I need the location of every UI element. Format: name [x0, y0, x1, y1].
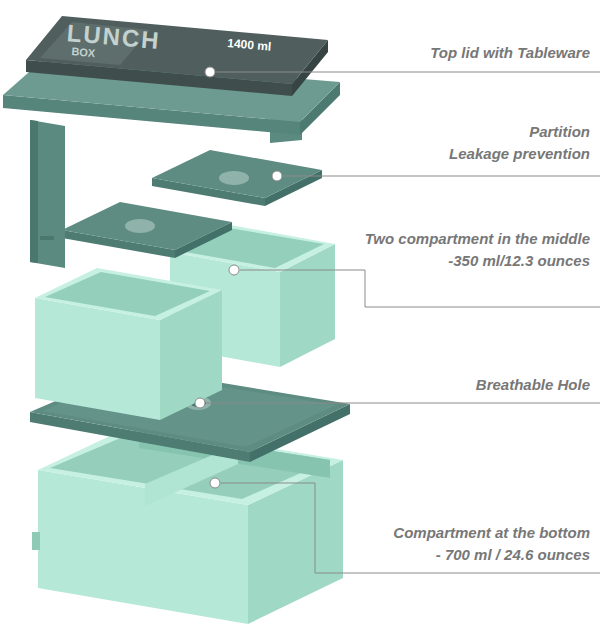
callout-label: Compartment at the bottom - 700 ml / 24.… — [393, 522, 590, 566]
lid-window — [26, 16, 328, 84]
leader-dot — [210, 478, 220, 488]
leader-line — [283, 176, 600, 177]
callout-label: Breathable Hole — [476, 374, 590, 396]
partition-lid — [152, 150, 322, 206]
top-lid — [3, 16, 340, 268]
leader-line — [206, 403, 600, 404]
tile-top — [152, 150, 322, 198]
lid-print: BOX — [71, 45, 96, 59]
tile-seal — [125, 219, 155, 233]
lid-leg — [30, 120, 65, 268]
compartment-rim — [35, 268, 222, 320]
tile-seal — [219, 171, 249, 185]
leader-lines — [206, 72, 600, 573]
leader-line — [240, 270, 600, 307]
partition-lid — [62, 202, 232, 258]
callout-slot: Compartment at the bottom - 700 ml / 24.… — [393, 522, 590, 566]
callout-label: Top lid with Tableware — [430, 42, 590, 64]
callout-label: Partition Leakage prevention — [449, 121, 590, 165]
callout-slot: Breathable Hole — [476, 374, 590, 396]
leader-line — [221, 483, 600, 573]
leader-dot — [272, 171, 282, 181]
tile-top — [62, 202, 232, 250]
middle-compartment — [35, 268, 222, 420]
compartment-inside — [45, 272, 210, 316]
leader-dots — [195, 67, 282, 488]
lid-leg — [30, 120, 38, 263]
leader-line — [216, 72, 600, 73]
callout-slot: Top lid with Tableware — [430, 42, 590, 64]
callout-slot: Partition Leakage prevention — [449, 121, 590, 165]
callout-label: Two compartment in the middle -350 ml/12… — [365, 228, 590, 272]
leader-dot — [195, 398, 205, 408]
lid-print-slot: BOX — [71, 45, 96, 59]
callout-slot: Two compartment in the middle -350 ml/12… — [365, 228, 590, 272]
leg-slot — [40, 236, 54, 240]
bottom-container — [32, 425, 343, 624]
leader-dot — [205, 67, 215, 77]
latch — [32, 532, 40, 550]
leader-dot — [229, 265, 239, 275]
